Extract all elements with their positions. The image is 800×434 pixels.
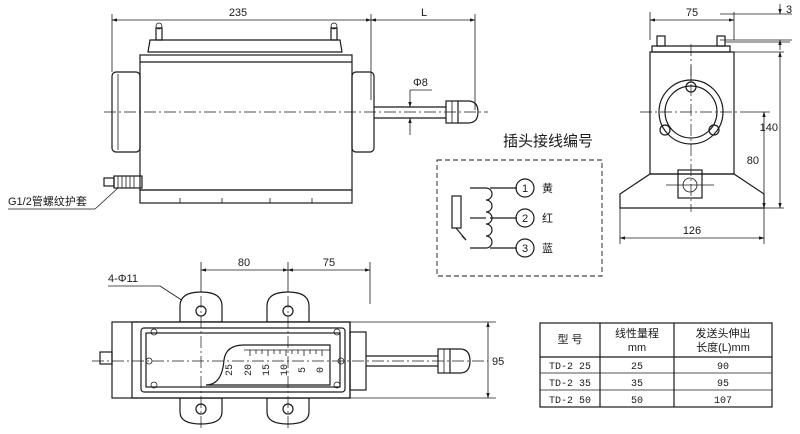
header-length-unit: 长度(L)mm (696, 340, 750, 354)
pin-1-number: 1 (522, 183, 528, 195)
pin-3-marker (515, 238, 535, 258)
header-range: 线性量程 (615, 326, 659, 340)
scale-label-15: 15 (262, 364, 273, 376)
pin-3-number: 3 (522, 243, 528, 255)
dim-75-label: 75 (323, 257, 335, 269)
row-2-length: 95 (717, 379, 729, 390)
header-model: 型 号 (557, 332, 582, 346)
dim-stroke-label: L (421, 7, 427, 19)
dim-height-140: 140 (760, 122, 778, 134)
dim-pin: 3 (786, 4, 792, 16)
row-3-length: 107 (714, 396, 732, 407)
dim-holes-label: 4-Φ11 (108, 273, 138, 285)
pin-3-color: 蓝 (542, 242, 553, 255)
dim-height-80: 80 (747, 155, 759, 167)
pin-1-marker (515, 178, 535, 198)
header-length: 发送头伸出 (696, 326, 751, 340)
spec-table: 型 号 线性量程 mm 发送头伸出 长度(L)mm TD-2 25 25 90 … (539, 322, 773, 408)
side-view: 75 3 126 (619, 4, 792, 244)
scale-label-5: 5 (298, 367, 309, 373)
dim-base-width: 126 (683, 225, 701, 237)
pipe-fitting-label: G1/2管螺纹护套 (8, 194, 87, 208)
scale-ticks (249, 350, 323, 356)
scale-label-0: 0 (316, 367, 327, 373)
header-range-unit: mm (628, 342, 646, 354)
pin-2-marker (515, 208, 535, 228)
row-1-range: 25 (631, 362, 643, 373)
pin-2-color: 红 (542, 212, 553, 225)
pin-1-color: 黄 (542, 181, 553, 195)
pin-2-number: 2 (522, 213, 528, 225)
dim-95-label: 95 (492, 356, 504, 368)
plug-wiring: 插头接线编号 1 2 3 黄 红 蓝 (436, 133, 603, 277)
dim-235-label: 235 (229, 7, 247, 19)
resistor-symbol (451, 195, 462, 229)
dim-side-width: 75 (686, 7, 698, 19)
front-view: 235 L Φ8 (8, 7, 488, 210)
row-2-model: TD-2 35 (549, 379, 591, 390)
row-3-range: 50 (631, 396, 643, 407)
plug-title: 插头接线编号 (503, 133, 593, 150)
dim-80-label: 80 (238, 257, 250, 269)
top-view: 80 75 4-Φ11 (92, 257, 504, 428)
scale-label-10: 10 (280, 364, 291, 376)
dim-rod-diameter: Φ8 (413, 77, 428, 89)
row-3-model: TD-2 50 (549, 396, 591, 407)
row-2-range: 35 (631, 379, 643, 390)
scale-label-20: 20 (244, 364, 255, 376)
scale-label-25: 25 (225, 364, 236, 376)
row-1-length: 90 (717, 362, 729, 373)
plug-frame (436, 159, 603, 277)
row-1-model: TD-2 25 (549, 362, 591, 373)
